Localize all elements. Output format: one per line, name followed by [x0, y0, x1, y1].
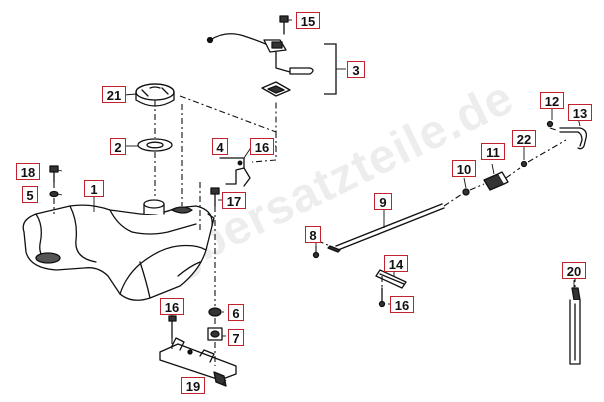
- pin-22: [520, 160, 528, 168]
- pin-8: [312, 251, 320, 259]
- strap: [569, 287, 581, 365]
- bracket: [219, 157, 251, 187]
- washer-5: [49, 190, 59, 198]
- callout-2: 2: [110, 138, 126, 155]
- callout-3: 3: [347, 61, 365, 78]
- tension-band: [375, 269, 407, 308]
- callout-17: 17: [222, 192, 246, 209]
- callout-21: 21: [102, 86, 126, 103]
- bolt-17: [210, 187, 220, 207]
- callout-10: 10: [452, 160, 476, 177]
- callout-5: 5: [22, 186, 38, 203]
- washer-10: [462, 188, 470, 196]
- rod: [327, 203, 445, 253]
- cushion-7: [207, 327, 223, 341]
- bolt-18: [49, 165, 59, 183]
- cap-gasket: [137, 138, 173, 152]
- callout-6: 6: [228, 304, 244, 321]
- callout-20: 20: [562, 262, 586, 279]
- callout-16-lower: 16: [160, 298, 184, 315]
- callout-22: 22: [512, 130, 536, 147]
- callout-16-bracket: 16: [250, 138, 274, 155]
- callout-16-band: 16: [390, 296, 414, 313]
- callout-15: 15: [296, 12, 320, 29]
- callout-18: 18: [16, 163, 40, 180]
- pin-12: [546, 120, 554, 128]
- callout-9: 9: [374, 193, 392, 210]
- fuel-sender-unit: [206, 15, 314, 97]
- fuel-tank: [22, 199, 215, 301]
- callout-11: 11: [481, 143, 505, 160]
- rubber-cushion-6: [208, 307, 222, 317]
- callout-8: 8: [305, 226, 321, 243]
- callout-7: 7: [228, 329, 244, 346]
- callout-4: 4: [212, 138, 228, 155]
- mounting-plate: [159, 337, 237, 387]
- callout-19: 19: [181, 377, 205, 394]
- bolt-16-lower: [168, 315, 177, 339]
- hose-end-13: [559, 127, 588, 150]
- clamp: [483, 171, 509, 191]
- callout-14: 14: [384, 255, 408, 272]
- callout-1: 1: [84, 180, 104, 197]
- callout-12: 12: [540, 92, 564, 109]
- callout-13: 13: [568, 104, 592, 121]
